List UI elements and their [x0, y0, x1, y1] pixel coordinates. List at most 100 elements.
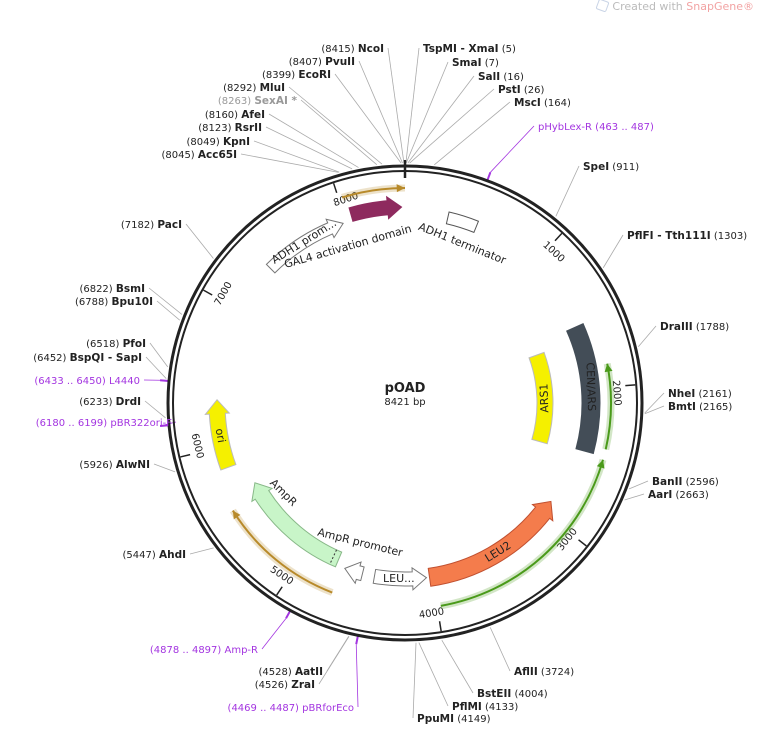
- primer-name: L4440: [109, 376, 140, 387]
- site-name: PvuII: [325, 56, 355, 68]
- site-position: (2165): [699, 402, 732, 413]
- site-label-pflfi-tth111i: PflFI - Tth111I (1303): [627, 230, 747, 242]
- site-name: EcoRI: [298, 69, 331, 81]
- credit-brand: SnapGene®: [686, 0, 754, 13]
- site-name: PpuMI: [417, 713, 454, 725]
- site-connector: [407, 75, 475, 164]
- site-labels: (8045) Acc65I(8049) KpnI(8123) RsrII(816…: [33, 43, 747, 725]
- feature-gal4-activation-domain: [348, 195, 403, 222]
- primer-name: pBRforEco: [302, 703, 354, 714]
- site-name: PfoI: [123, 338, 146, 350]
- site-position: (8399): [262, 70, 295, 81]
- site-position: (8123): [198, 123, 231, 134]
- site-name: SapI: [116, 352, 142, 364]
- site-label-psti: PstI (26): [498, 84, 545, 96]
- ampr-boundary: [329, 549, 337, 565]
- site-name: PflMI: [452, 701, 482, 713]
- label-ars1: ARS1: [537, 383, 551, 413]
- site-name: SmaI: [452, 57, 482, 69]
- site-name: TspMI - XmaI: [423, 43, 499, 55]
- site-connector: [156, 300, 181, 321]
- site-name: BspQI -: [70, 352, 116, 364]
- feature-leu-promoter: [372, 566, 428, 591]
- primer-label-pbr322ori-f: (6180 .. 6199) pBR322ori-F: [36, 418, 172, 429]
- site-connector: [145, 356, 167, 379]
- leu2-orf-line-a-arrowhead: [596, 459, 605, 469]
- leu2-orf-line-a: [440, 459, 604, 607]
- site-position: (6518): [86, 339, 119, 350]
- site-label-ncoi: (8415) NcoI: [321, 43, 384, 55]
- leu2-orf-line-b-arrowhead: [604, 363, 613, 373]
- site-label-kpni: (8049) KpnI: [187, 136, 251, 148]
- site-position: (26): [524, 85, 545, 96]
- site-connector: [418, 642, 449, 707]
- site-position: (6233): [79, 397, 112, 408]
- site-label-drdi: (6233) DrdI: [79, 396, 141, 408]
- snapgene-credit: Created with SnapGene®: [595, 0, 754, 13]
- site-position: (5447): [123, 550, 156, 561]
- primer-label-phyblex-r: pHybLex-R (463 .. 487): [538, 122, 654, 133]
- ampr-orf-line: [231, 510, 333, 594]
- primer-range: (6433 .. 6450): [34, 376, 106, 387]
- site-position: (4149): [457, 714, 490, 725]
- site-name: SexAI *: [254, 95, 297, 107]
- site-position: (911): [612, 162, 639, 173]
- site-connector: [638, 325, 657, 347]
- site-label-bsteii: BstEII (4004): [477, 688, 548, 700]
- label-ori: ori: [213, 427, 228, 443]
- site-name: ZraI: [291, 679, 315, 691]
- site-connector: [434, 101, 511, 166]
- site-label-msci: MscI (164): [514, 97, 571, 109]
- site-label-ahdi: (5447) AhdI: [123, 549, 186, 561]
- site-label-bpu10i: (6788) Bpu10I: [75, 296, 153, 308]
- site-label-pfoi: (6518) PfoI: [86, 338, 146, 350]
- site-position: (8160): [205, 110, 238, 121]
- feature-leu2: [427, 500, 554, 587]
- site-position: (2596): [686, 477, 719, 488]
- site-position: (6788): [75, 297, 108, 308]
- site-position: (2161): [698, 389, 731, 400]
- primer-range: (463 .. 487): [595, 122, 654, 133]
- site-name: PstI: [498, 84, 521, 96]
- site-position: (5): [502, 44, 516, 55]
- site-position: (1303): [714, 231, 747, 242]
- site-connector: [300, 99, 378, 165]
- primer-connector: [490, 125, 535, 173]
- tick-mark: [332, 183, 338, 194]
- site-name: DraIII: [660, 321, 693, 333]
- site-connector: [405, 47, 420, 164]
- site-label-tspmi-xmai: TspMI - XmaI (5): [423, 43, 516, 55]
- site-connector: [334, 73, 402, 164]
- primer-name: pBR322ori-F: [110, 418, 172, 429]
- site-connector: [555, 165, 580, 217]
- site-label-smai: SmaI (7): [452, 57, 499, 69]
- primer-range: (4878 .. 4897): [150, 645, 222, 656]
- site-position: (8407): [289, 57, 322, 68]
- site-label-aflii: AflII (3724): [514, 666, 574, 678]
- tick-mark: [438, 621, 442, 632]
- site-connector: [441, 639, 474, 694]
- site-name: SalI: [478, 71, 500, 83]
- site-connector: [489, 627, 511, 672]
- tick-label: 1000: [540, 240, 566, 265]
- site-name: AarI: [648, 489, 672, 501]
- site-connector: [628, 480, 649, 490]
- ampr-orf-line-arrowhead: [232, 510, 241, 520]
- feature-ampr-promoter: [344, 561, 365, 585]
- primer-connector: [261, 618, 287, 650]
- primer-name: pHybLex-R: [538, 122, 592, 133]
- site-label-paci: (7182) PacI: [121, 219, 182, 231]
- site-connector: [412, 642, 417, 719]
- site-name: KpnI: [223, 136, 250, 148]
- site-name: BanII: [652, 476, 682, 488]
- site-label-sali: SalI (16): [478, 71, 524, 83]
- site-position: (8415): [321, 44, 354, 55]
- feature-ampr: [251, 482, 343, 568]
- site-connector: [185, 223, 214, 259]
- site-connector-lines: [143, 47, 665, 719]
- site-position: (8045): [161, 150, 194, 161]
- site-connector: [148, 287, 183, 315]
- feature-ars1: [528, 351, 554, 445]
- site-position: (4526): [255, 680, 288, 691]
